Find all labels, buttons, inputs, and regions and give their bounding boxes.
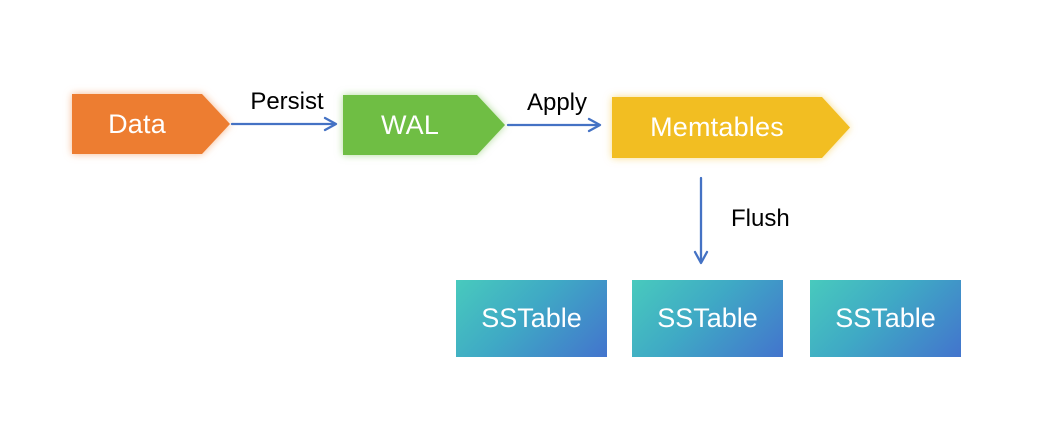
apply-arrow-icon: [506, 117, 602, 133]
wal-node: WAL: [343, 95, 505, 155]
wal-node-label: WAL: [380, 109, 440, 140]
memtables-node: Memtables: [612, 97, 850, 158]
wal-node-shape: WAL: [343, 95, 505, 155]
data-node-label: Data: [108, 108, 166, 139]
memtables-node-label: Memtables: [650, 112, 784, 142]
flush-arrow-icon: [693, 176, 709, 265]
sstable-node-2-label: SSTable: [657, 303, 758, 333]
sstable-node-3: SSTable: [810, 280, 961, 357]
sstable-node-1: SSTable: [456, 280, 607, 357]
data-node-shape: Data: [72, 94, 230, 154]
memtables-node-shape: Memtables: [612, 97, 850, 158]
flush-edge-label: Flush: [731, 205, 790, 232]
apply-edge-label: Apply: [526, 89, 588, 116]
persist-edge-label: Persist: [250, 88, 324, 115]
sstable-node-1-label: SSTable: [481, 303, 582, 333]
persist-arrow-icon: [230, 116, 338, 132]
data-node: Data: [72, 94, 230, 154]
sstable-node-3-label: SSTable: [835, 303, 936, 333]
sstable-node-2: SSTable: [632, 280, 783, 357]
